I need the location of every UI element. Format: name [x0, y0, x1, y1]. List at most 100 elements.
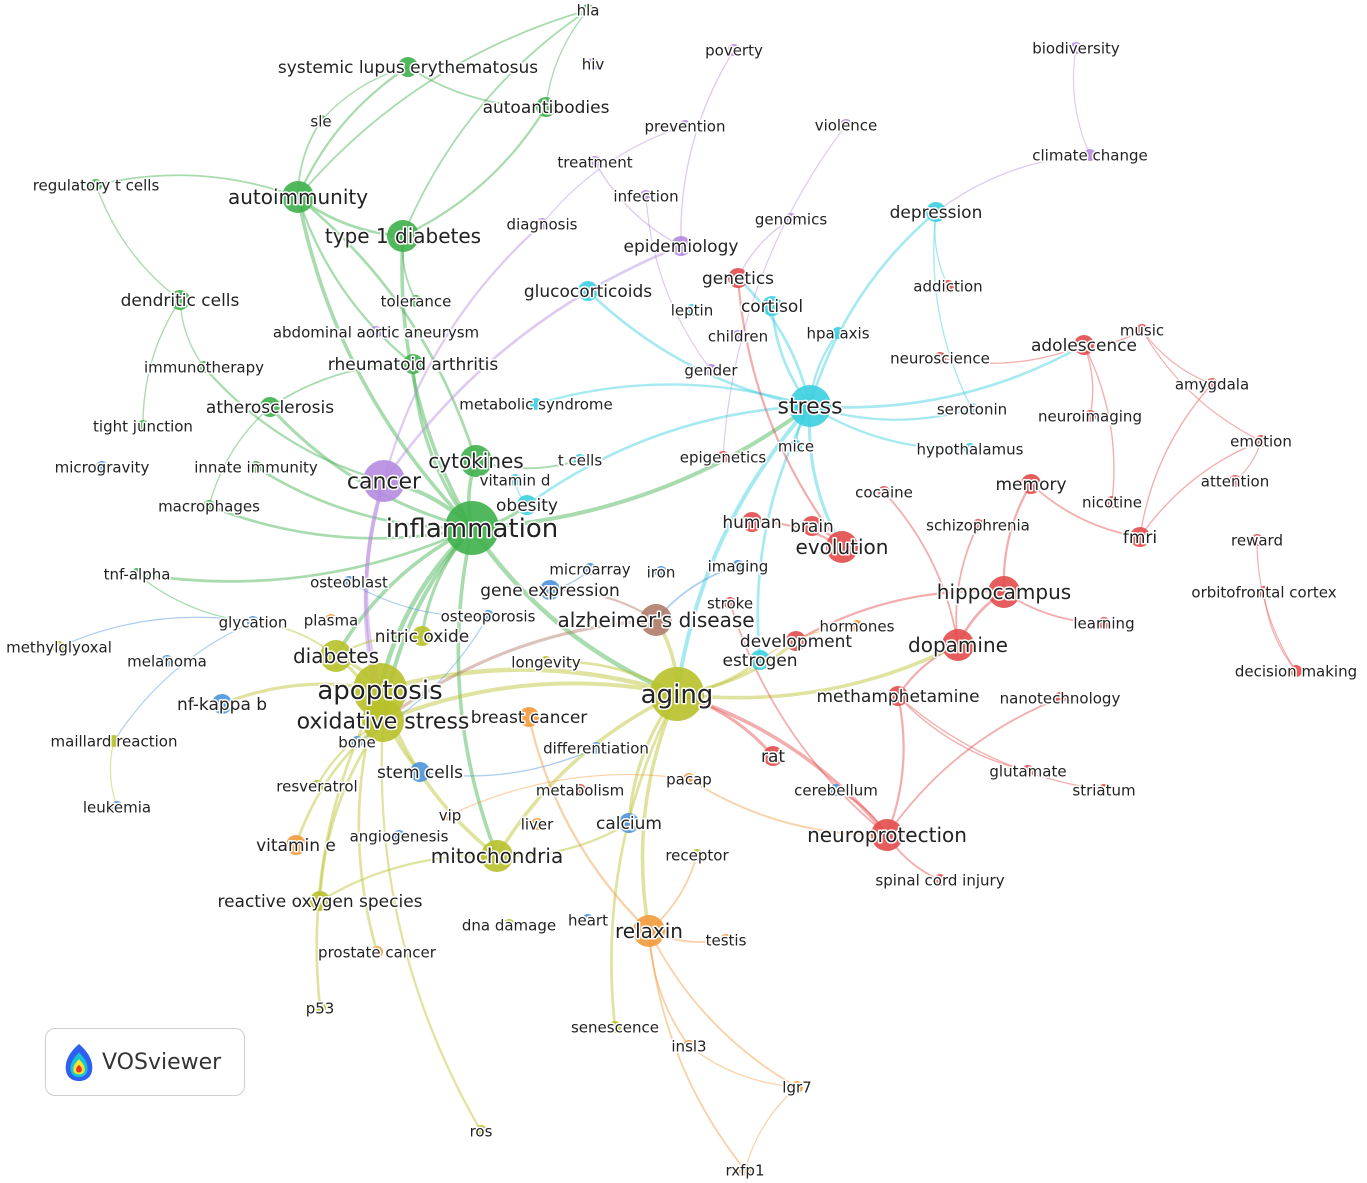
label-senescence[interactable]: senescence [569, 1017, 660, 1038]
node-mice[interactable] [790, 440, 802, 452]
label-testis[interactable]: testis [704, 930, 748, 951]
label-abdominal-aortic[interactable]: abdominal aortic aneurysm [271, 322, 480, 343]
label-neuroprotection[interactable]: neuroprotection [806, 822, 969, 849]
label-metabolism[interactable]: metabolism [534, 780, 625, 801]
node-t-cells[interactable] [574, 454, 586, 466]
node-cancer[interactable] [363, 460, 405, 502]
node-p53[interactable] [314, 1002, 326, 1014]
label-melanoma[interactable]: melanoma [126, 651, 209, 672]
label-t-cells[interactable]: t cells [556, 450, 603, 471]
label-inflammation[interactable]: inflammation [384, 513, 559, 546]
node-violence[interactable] [840, 119, 852, 131]
node-dna-damage[interactable] [503, 919, 515, 931]
label-dna-damage[interactable]: dna damage [460, 915, 557, 936]
node-glycation[interactable] [247, 616, 259, 628]
node-neuroprotection[interactable] [871, 819, 903, 851]
label-maillard[interactable]: maillard reaction [49, 731, 179, 752]
node-bone[interactable] [351, 736, 363, 748]
label-ros[interactable]: ros [468, 1121, 494, 1142]
node-atherosclerosis[interactable] [260, 397, 280, 417]
node-cortisol[interactable] [762, 296, 782, 316]
node-heart[interactable] [582, 914, 594, 926]
label-epigenetics[interactable]: epigenetics [678, 447, 768, 468]
label-epidemiology[interactable]: epidemiology [622, 235, 740, 258]
label-stress[interactable]: stress [776, 393, 844, 421]
label-orbitofrontal-cortex[interactable]: orbitofrontal cortex [1190, 582, 1338, 603]
node-microarray[interactable] [584, 563, 596, 575]
label-violence[interactable]: violence [813, 115, 879, 136]
label-reward[interactable]: reward [1230, 530, 1285, 551]
label-innate-immunity[interactable]: innate immunity [193, 457, 320, 478]
label-neuroscience[interactable]: neuroscience [889, 348, 992, 369]
node-genetics[interactable] [728, 268, 748, 288]
node-climate-change[interactable] [1084, 149, 1096, 161]
label-insl3[interactable]: insl3 [670, 1036, 708, 1057]
node-alzheimers[interactable] [640, 604, 672, 636]
node-immunotherapy[interactable] [198, 361, 210, 373]
label-type-1-diabetes[interactable]: type 1 diabetes [323, 223, 482, 250]
node-reactive-oxygen[interactable] [310, 891, 330, 911]
node-treatment[interactable] [589, 156, 601, 168]
node-nf-kappa-b[interactable] [212, 694, 232, 714]
node-melanoma[interactable] [161, 655, 173, 667]
label-emotion[interactable]: emotion [1229, 431, 1294, 452]
label-music[interactable]: music [1118, 320, 1165, 341]
label-diagnosis[interactable]: diagnosis [505, 214, 579, 235]
node-hpa-axis[interactable] [832, 327, 844, 339]
label-hpa-axis[interactable]: hpa axis [805, 323, 871, 344]
label-iron[interactable]: iron [645, 562, 677, 583]
label-adolescence[interactable]: adolescence [1029, 334, 1138, 357]
label-hiv[interactable]: hiv [580, 54, 606, 75]
label-memory[interactable]: memory [994, 473, 1068, 496]
node-amygdala[interactable] [1206, 378, 1218, 390]
node-tolerance[interactable] [410, 295, 422, 307]
label-reactive-oxygen[interactable]: reactive oxygen species [216, 890, 424, 913]
label-cytokines[interactable]: cytokines [427, 448, 525, 475]
label-children[interactable]: children [706, 326, 769, 347]
label-diabetes[interactable]: diabetes [291, 643, 380, 670]
label-glutamate[interactable]: glutamate [988, 761, 1068, 782]
node-type-1-diabetes[interactable] [387, 220, 419, 252]
node-calcium[interactable] [619, 813, 639, 833]
label-schizophrenia[interactable]: schizophrenia [925, 515, 1032, 536]
node-music[interactable] [1136, 324, 1148, 336]
node-stress[interactable] [789, 385, 831, 427]
node-longevity[interactable] [540, 656, 552, 668]
label-vip[interactable]: vip [437, 805, 463, 826]
node-depression[interactable] [926, 202, 946, 222]
node-lgr7[interactable] [791, 1081, 803, 1093]
label-dopamine[interactable]: dopamine [907, 632, 1010, 659]
node-hla[interactable] [582, 4, 594, 16]
node-biodiversity[interactable] [1070, 42, 1082, 54]
node-cerebellum[interactable] [830, 784, 842, 796]
label-hippocampus[interactable]: hippocampus [935, 579, 1072, 606]
label-rat[interactable]: rat [759, 745, 786, 768]
node-methamphetamine[interactable] [888, 686, 908, 706]
node-autoimmunity[interactable] [282, 181, 314, 213]
label-imaging[interactable]: imaging [706, 556, 770, 577]
node-leptin[interactable] [686, 304, 698, 316]
label-stroke[interactable]: stroke [705, 593, 754, 614]
node-pacap[interactable] [683, 773, 695, 785]
node-adolescence[interactable] [1074, 335, 1094, 355]
label-microarray[interactable]: microarray [548, 559, 632, 580]
node-receptor[interactable] [691, 849, 703, 861]
label-nicotine[interactable]: nicotine [1081, 492, 1144, 513]
node-insl3[interactable] [683, 1040, 695, 1052]
node-epidemiology[interactable] [671, 236, 691, 256]
node-estrogen[interactable] [750, 650, 770, 670]
label-brain[interactable]: brain [789, 515, 836, 538]
node-stem-cells[interactable] [410, 762, 430, 782]
label-p53[interactable]: p53 [304, 998, 336, 1019]
label-development[interactable]: development [738, 630, 853, 653]
label-alzheimers[interactable]: alzheimer's disease [556, 607, 756, 634]
label-relaxin[interactable]: relaxin [614, 918, 685, 945]
node-mitochondria[interactable] [481, 840, 513, 872]
node-diagnosis[interactable] [536, 218, 548, 230]
node-dendritic-cells[interactable] [170, 290, 190, 310]
label-oxidative-stress[interactable]: oxidative stress [295, 708, 471, 736]
label-cocaine[interactable]: cocaine [854, 482, 915, 503]
node-abdominal-aortic[interactable] [370, 326, 382, 338]
label-serotonin[interactable]: serotonin [935, 399, 1008, 420]
